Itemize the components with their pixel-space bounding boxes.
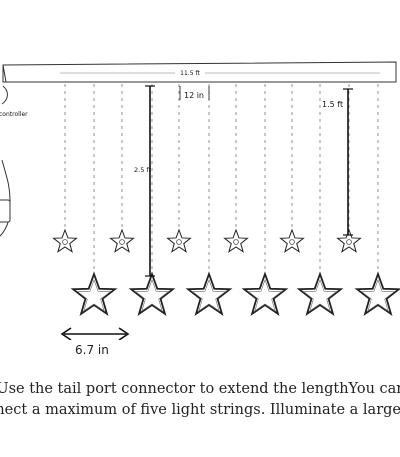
long-drop-label: 2.5 ft xyxy=(134,166,152,174)
large-star-4 xyxy=(241,271,289,316)
caption-line-1: Use the tail port connector to extend th… xyxy=(0,381,400,397)
large-star-6-inner-outline xyxy=(360,278,396,312)
small-star-2-center xyxy=(119,239,125,245)
spacing-label: 12 in xyxy=(184,91,204,100)
controller-label: controller xyxy=(0,111,28,118)
short-drop-label: 1.5 ft xyxy=(322,100,343,109)
small-star-6-center xyxy=(346,239,352,245)
small-star-1-center xyxy=(62,239,68,245)
large-star-2 xyxy=(128,271,176,316)
light-curtain-diagram: 11.5 ft controller 12 in 2.5 ft 1.5 ft xyxy=(0,61,400,340)
large-star-3-inner-outline xyxy=(191,278,227,312)
small-star-3-center xyxy=(176,239,182,245)
star-size-arrow xyxy=(60,327,130,340)
small-star-4-center xyxy=(233,239,239,245)
total-length-label: 11.5 ft xyxy=(180,70,200,77)
star-size-label: 6.7 in xyxy=(75,343,109,357)
light-strings xyxy=(52,84,400,316)
small-star-5-center xyxy=(289,239,295,245)
large-star-4-inner-outline xyxy=(247,278,283,312)
large-star-5 xyxy=(296,271,344,316)
top-rail xyxy=(2,61,397,83)
large-star-1-inner-outline xyxy=(76,278,112,312)
plug-icon xyxy=(0,199,11,223)
large-star-1 xyxy=(70,271,118,316)
large-star-3 xyxy=(185,271,233,316)
large-star-5-inner-outline xyxy=(302,278,338,312)
large-star-6 xyxy=(354,271,400,316)
large-star-2-inner-outline xyxy=(134,278,170,312)
caption-line-2: nnect a maximum of five light strings. I… xyxy=(0,402,400,418)
